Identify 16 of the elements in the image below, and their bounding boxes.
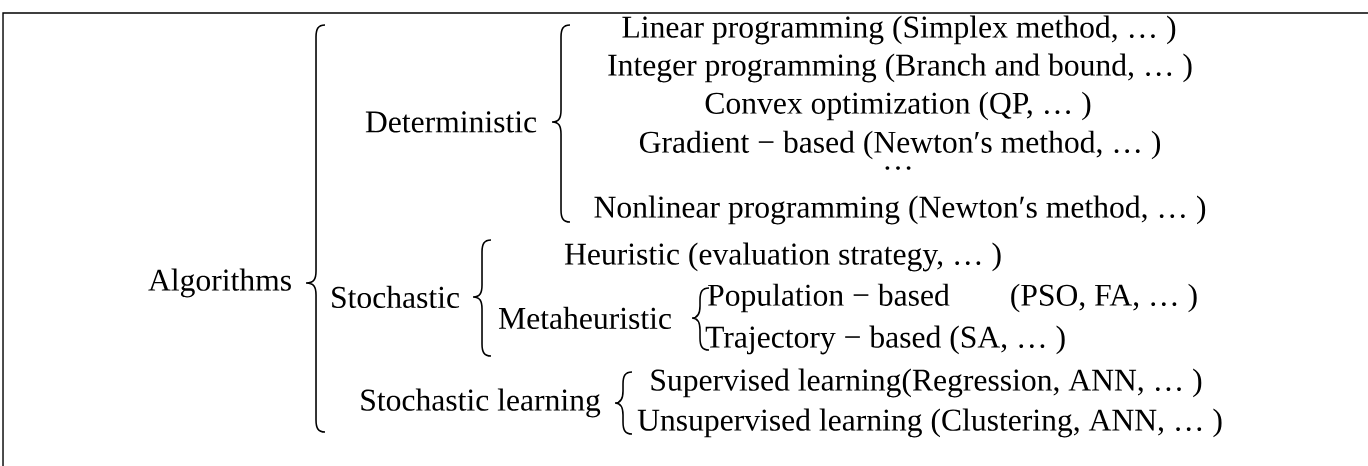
node-text: Linear programming (Simplex method, … ) xyxy=(622,15,1176,45)
node-text: Stochastic xyxy=(332,285,460,309)
node-text: Supervised learning(Regression, ANN, … ) xyxy=(651,368,1202,398)
node-text: Trajectory − based (SA, … ) xyxy=(705,325,1065,355)
node-text: Convex optimization (QP, … ) xyxy=(705,91,1091,121)
node-text: Nonlinear programming (Newton′s method, … ) xyxy=(594,195,1206,225)
node-text: Population − based (PSO, FA, … ) xyxy=(708,283,1197,313)
node-text: Integer programming (Branch and bound, … ) xyxy=(608,53,1192,83)
node-text: Gradient − based (Newton′s method, … ) xyxy=(639,130,1160,160)
node-text: Heuristic (evaluation strategy, … ) xyxy=(564,242,1001,272)
node-text: Deterministic xyxy=(365,111,537,133)
node-text: Stochastic learning xyxy=(361,388,601,418)
node-text: Unsupervised learning (Clustering, ANN, … ) xyxy=(637,408,1222,438)
node-text: … xyxy=(885,166,911,170)
node-text: Metaheuristic xyxy=(499,306,671,330)
node-text: Algorithms xyxy=(148,268,291,298)
